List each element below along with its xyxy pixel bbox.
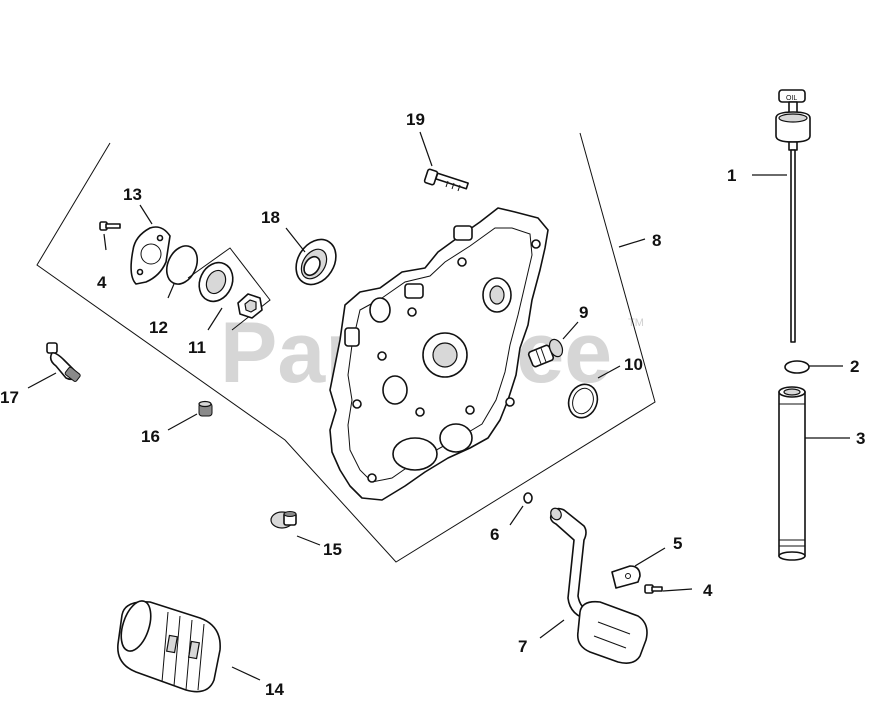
callout-13[interactable]: 13 [123,185,142,204]
part-o-ring-tube[interactable] [784,360,810,374]
callout-19[interactable]: 19 [406,110,425,129]
part-o-ring-pump[interactable] [161,241,203,289]
callout-7[interactable]: 7 [518,637,527,656]
callout-4-left[interactable]: 4 [97,273,107,292]
part-oil-pickup[interactable] [549,506,648,664]
part-screw-right[interactable] [644,584,663,594]
part-plug-small[interactable] [198,400,213,417]
callout-18[interactable]: 18 [261,208,280,227]
callout-17[interactable]: 17 [0,388,19,407]
part-gerotor-set[interactable] [187,247,271,331]
part-dipstick[interactable]: OIL [775,89,811,343]
callout-12[interactable]: 12 [149,318,168,337]
leader-lines [27,131,850,681]
watermark-trademark: TM [628,317,644,329]
callout-4-right[interactable]: 4 [703,581,713,600]
callout-6[interactable]: 6 [490,525,499,544]
part-clip[interactable] [611,565,641,589]
callout-16[interactable]: 16 [141,427,160,446]
part-o-ring-pickup[interactable] [523,492,533,504]
part-drain-plug[interactable] [270,511,297,529]
callout-14[interactable]: 14 [265,680,284,699]
callout-1[interactable]: 1 [727,166,736,185]
part-screw-left[interactable] [99,221,121,231]
callout-10[interactable]: 10 [624,355,643,374]
part-crankcase-cover[interactable] [329,207,549,501]
part-oil-seal[interactable] [288,232,344,292]
callout-9[interactable]: 9 [579,303,588,322]
part-dipstick-tube[interactable] [778,386,806,561]
part-oil-pressure-switch[interactable] [46,342,81,382]
callout-2[interactable]: 2 [850,357,859,376]
callout-11[interactable]: 11 [188,338,206,357]
callout-labels: 1 2 3 4 4 5 6 7 8 9 10 11 12 13 14 15 16… [0,110,865,699]
callout-3[interactable]: 3 [856,429,865,448]
part-oil-filter[interactable] [116,597,221,693]
part-oil-fill-fitting[interactable] [527,337,565,368]
part-cover-plate[interactable] [130,226,171,285]
callout-5[interactable]: 5 [673,534,682,553]
callout-15[interactable]: 15 [323,540,342,559]
callout-8[interactable]: 8 [652,231,661,250]
part-bolt[interactable] [423,168,469,192]
dipstick-cap-text: OIL [786,95,797,102]
assembly-frame [36,132,656,563]
